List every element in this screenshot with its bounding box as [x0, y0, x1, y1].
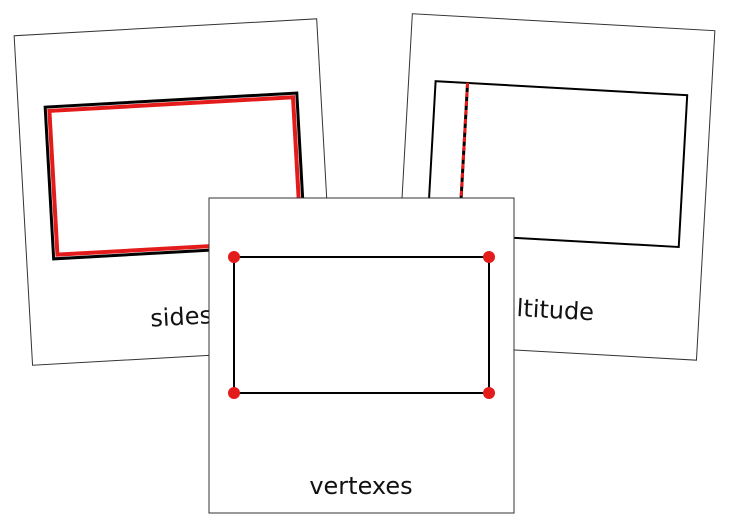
vertex-dot-bottom-right: [483, 387, 495, 399]
card-sides-label: sides: [150, 301, 213, 332]
card-vertexes-background: [208, 197, 515, 514]
sides-rectangle-highlight: [47, 95, 304, 257]
vertex-dot-top-left: [228, 251, 240, 263]
vertex-dot-bottom-left: [228, 387, 240, 399]
sides-rectangle-outline: [43, 91, 307, 261]
vertexes-rectangle-outline: [233, 256, 490, 394]
card-vertexes: vertexes: [208, 197, 515, 514]
card-vertexes-label: vertexes: [309, 472, 412, 500]
card-altitude-label: altitude: [501, 293, 594, 326]
altitude-rectangle-outline: [426, 80, 689, 249]
vertex-dot-top-right: [483, 251, 495, 263]
